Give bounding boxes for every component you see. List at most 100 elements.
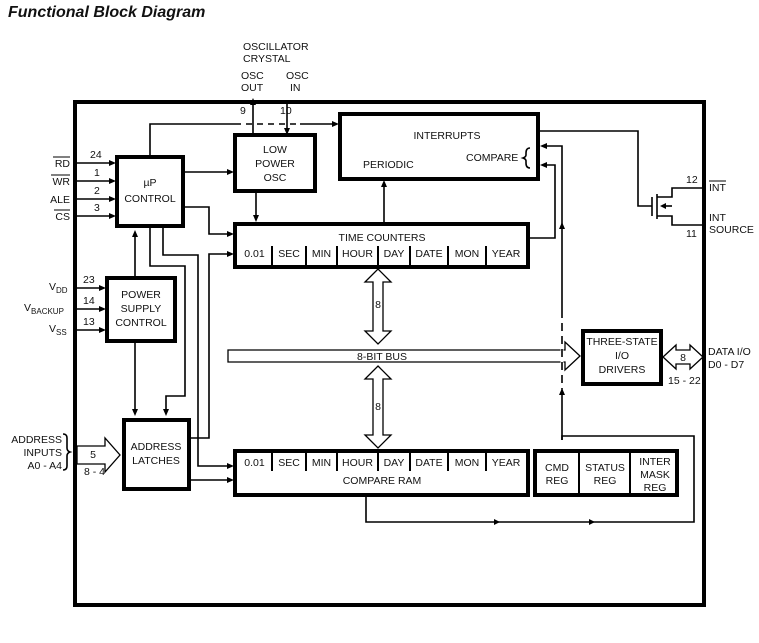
- power-supply-control-block: POWER SUPPLY CONTROL: [105, 276, 177, 343]
- eight-bit-bus: 8-BIT BUS 8 8: [227, 268, 581, 449]
- wires: [77, 98, 703, 525]
- control-pin-labels: RD 24 WR 1 ALE 2 CS 3: [50, 149, 102, 223]
- pin-11: 11: [686, 228, 697, 240]
- time-counters-cell-sec: SEC: [278, 248, 300, 260]
- svg-text:OSC: OSC: [264, 172, 287, 184]
- compare-ram-cell-sec: SEC: [278, 457, 300, 469]
- svg-text:I/O: I/O: [615, 350, 629, 362]
- pin-24: 24: [90, 149, 102, 161]
- arrow-osc-out: [250, 98, 256, 105]
- arrow-osc-in: [284, 128, 290, 135]
- compare-ram-cell-mon: MON: [455, 457, 480, 469]
- svg-text:ADDRESS: ADDRESS: [11, 434, 62, 446]
- time-counters-cell-year: YEAR: [492, 248, 521, 260]
- address-brace: [62, 433, 73, 471]
- inter-mask-reg: INTER MASK REG: [639, 456, 671, 494]
- bus-arrow: [227, 340, 581, 372]
- pin-3: 3: [94, 202, 100, 214]
- compare-label: COMPARE: [466, 152, 518, 164]
- svg-text:OSCILLATOR: OSCILLATOR: [243, 41, 309, 53]
- address-bus-arrow: [76, 436, 121, 474]
- pin-1: 1: [94, 167, 100, 179]
- svg-text:INPUTS: INPUTS: [23, 447, 62, 459]
- power-pin-labels: VDD 23 VBACKUP 14 VSS 13: [24, 274, 95, 337]
- pin-label-int-source: INT: [709, 212, 727, 224]
- pin-label-data-io: DATA I/O: [708, 346, 751, 358]
- svg-text:8: 8: [680, 352, 686, 364]
- compare-ram-cell-min: MIN: [312, 457, 331, 469]
- svg-text:IN: IN: [290, 82, 301, 94]
- data-io-bus: 8 15 - 22: [662, 343, 704, 387]
- interrupts-title: INTERRUPTS: [413, 130, 480, 142]
- svg-text:CONTROL: CONTROL: [115, 317, 166, 329]
- three-state-io-drivers-block: THREE-STATE I/O DRIVERS: [581, 329, 663, 386]
- wire-up-to-interrupts-a: [149, 123, 235, 157]
- interrupts-block: INTERRUPTS PERIODIC COMPARE: [338, 112, 540, 181]
- compare-ram-cell-001: 0.01: [244, 457, 265, 469]
- time-counters-cell-001: 0.01: [244, 248, 265, 260]
- svg-text:POWER: POWER: [121, 289, 161, 301]
- time-counters-cell-date: DATE: [415, 248, 442, 260]
- svg-text:D0 - D7: D0 - D7: [708, 359, 744, 371]
- status-reg: STATUS REG: [585, 462, 625, 487]
- svg-text:SOURCE: SOURCE: [709, 224, 754, 236]
- svg-text:TIME COUNTERS: TIME COUNTERS: [339, 232, 426, 244]
- pin-label-wr: WR: [53, 176, 71, 188]
- address-inputs: ADDRESS INPUTS A0 - A4 5 8 - 4: [11, 433, 121, 478]
- pin-label-ale: ALE: [50, 194, 70, 206]
- pins-8-4: 8 - 4: [84, 466, 105, 478]
- registers-block: CMD REG STATUS REG INTER MASK REG: [533, 449, 679, 497]
- compare-ram-cell-year: YEAR: [492, 457, 521, 469]
- svg-text:COMPARE RAM: COMPARE RAM: [343, 475, 422, 487]
- time-counters-cell-min: MIN: [312, 248, 331, 260]
- svg-text:MASK: MASK: [640, 469, 670, 481]
- pin-label-cs: CS: [55, 211, 70, 223]
- svg-text:LOW: LOW: [263, 144, 287, 156]
- up-control-block: µP CONTROL: [115, 155, 185, 228]
- time-counters-cell-hour: HOUR: [342, 248, 373, 260]
- bus-label: 8-BIT BUS: [357, 351, 407, 363]
- bus-link-lower: [363, 365, 393, 449]
- svg-text:CRYSTAL: CRYSTAL: [243, 53, 291, 65]
- compare-ram-cell-day: DAY: [384, 457, 405, 469]
- pin-label-rd: RD: [55, 158, 71, 170]
- svg-text:STATUS: STATUS: [585, 462, 625, 474]
- pin-23: 23: [83, 274, 95, 286]
- address-latches-block: ADDRESS LATCHES: [122, 418, 191, 491]
- svg-text:REG: REG: [594, 475, 617, 487]
- bus-link-upper: [363, 268, 393, 345]
- time-counters-cell-day: DAY: [384, 248, 405, 260]
- pin-14: 14: [83, 295, 95, 307]
- svg-text:REG: REG: [644, 482, 667, 494]
- compare-ram-cell-hour: HOUR: [342, 457, 373, 469]
- svg-text:INTER: INTER: [639, 456, 671, 468]
- cmd-reg: CMD REG: [545, 462, 569, 487]
- svg-text:OSC: OSC: [286, 70, 309, 82]
- svg-text:THREE-STATE: THREE-STATE: [586, 336, 657, 348]
- svg-text:A0 - A4: A0 - A4: [28, 460, 63, 472]
- svg-text:OSC: OSC: [241, 70, 264, 82]
- arrow-into-interrupts: [332, 121, 339, 127]
- pin-label-int: INT: [709, 182, 727, 194]
- svg-text:OUT: OUT: [241, 82, 264, 94]
- periodic-label: PERIODIC: [363, 159, 414, 171]
- svg-text:8: 8: [375, 401, 381, 413]
- svg-text:8: 8: [375, 299, 381, 311]
- pin-label-vbackup: VBACKUP: [24, 302, 64, 316]
- svg-text:5: 5: [90, 449, 96, 461]
- osc-out-label: OSC OUT: [241, 70, 264, 94]
- pin-9: 9: [240, 105, 246, 117]
- svg-text:POWER: POWER: [255, 158, 295, 170]
- svg-text:DRIVERS: DRIVERS: [599, 364, 646, 376]
- svg-text:µP: µP: [143, 177, 156, 189]
- pin-2: 2: [94, 185, 100, 197]
- compare-brace: [520, 147, 531, 169]
- svg-text:ADDRESS: ADDRESS: [131, 441, 182, 453]
- svg-text:LATCHES: LATCHES: [132, 455, 180, 467]
- svg-text:CMD: CMD: [545, 462, 569, 474]
- oscillator-crystal-label: OSCILLATOR CRYSTAL: [243, 41, 309, 65]
- right-pin-labels: 12 INT INT SOURCE 11 DATA I/O D0 - D7: [686, 174, 754, 371]
- pins-15-22: 15 - 22: [668, 375, 701, 387]
- osc-in-label: OSC IN: [286, 70, 309, 94]
